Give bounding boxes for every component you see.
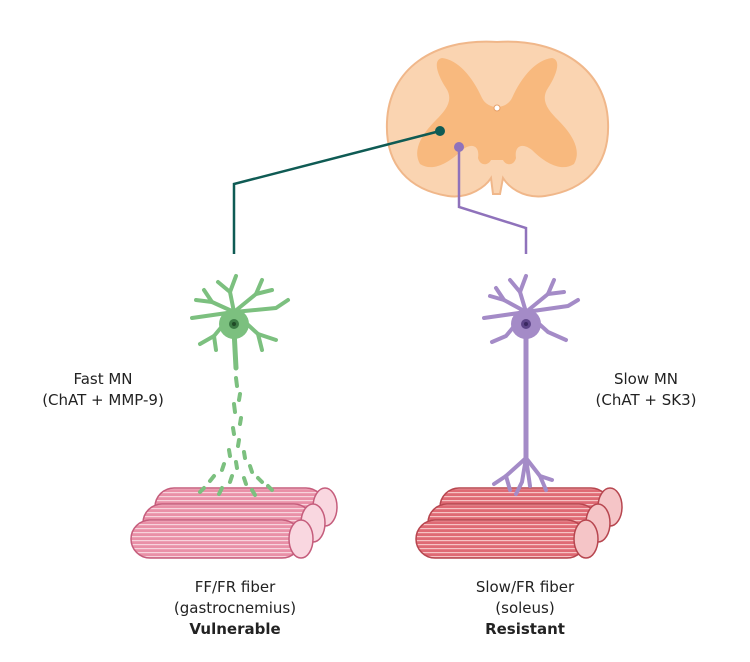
slow-fiber-muscle: (soleus)	[495, 599, 555, 617]
fast-mn-dendrites	[190, 274, 290, 352]
fast-fiber-muscle: (gastrocnemius)	[173, 599, 297, 617]
spinal-cord-gray-matter	[417, 58, 577, 168]
slow-fiber-label: Slow/FR fiber (soleus) Resistant	[440, 577, 610, 640]
fast-fiber-type: FF/FR fiber	[194, 578, 276, 596]
fast-motor-neuron	[190, 274, 290, 497]
slow-mn-name: Slow MN	[613, 370, 679, 388]
fast-muscle-fiber	[130, 519, 314, 559]
slow-mn-axon-terminals	[492, 456, 554, 496]
slow-motor-neuron	[482, 274, 580, 496]
slow-fiber-status: Resistant	[485, 620, 565, 638]
fast-mn-axon-fragments	[198, 376, 274, 497]
central-canal	[493, 104, 501, 112]
fast-mn-name: Fast MN	[73, 370, 133, 388]
slow-mn-dendrites	[482, 274, 580, 344]
slow-mn-tract-line	[457, 147, 528, 254]
fast-mn-nucleolus	[232, 322, 236, 326]
spinal-cord-section	[385, 40, 610, 198]
fast-mn-markers: (ChAT + MMP-9)	[42, 391, 164, 409]
slow-mn-label: Slow MN (ChAT + SK3)	[586, 369, 706, 411]
fast-fiber-label: FF/FR fiber (gastrocnemius) Vulnerable	[150, 577, 320, 640]
slow-mn-soma-marker	[454, 142, 464, 152]
slow-muscle-bundle	[415, 487, 623, 559]
fast-fiber-status: Vulnerable	[189, 620, 281, 638]
fast-mn-soma-marker	[435, 126, 445, 136]
slow-mn-nucleolus	[524, 322, 528, 326]
fast-muscle-bundle	[130, 487, 338, 559]
slow-mn-markers: (ChAT + SK3)	[595, 391, 697, 409]
fast-mn-label: Fast MN (ChAT + MMP-9)	[38, 369, 168, 411]
slow-fiber-type: Slow/FR fiber	[475, 578, 575, 596]
fast-mn-tract-line	[232, 129, 441, 254]
slow-muscle-fiber	[415, 519, 599, 559]
